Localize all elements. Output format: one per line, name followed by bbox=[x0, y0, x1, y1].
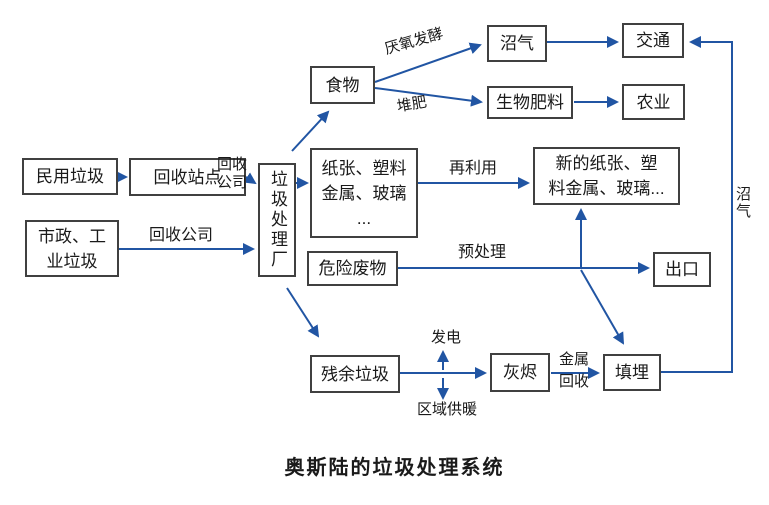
node-civil-waste: 民用垃圾 bbox=[22, 158, 118, 195]
node-bio-fertilizer: 生物肥料 bbox=[487, 86, 573, 119]
label-power-generation: 发电 bbox=[430, 329, 461, 346]
node-recycle-station: 回收站点 bbox=[129, 158, 246, 196]
arrow-landfill-to-transport bbox=[661, 36, 733, 373]
label-recycle-company-stacked: 回收 公司 bbox=[216, 156, 247, 191]
label-recycle-company: 回收公司 bbox=[148, 227, 213, 244]
arrow-junction-to-landfill bbox=[580, 269, 624, 345]
node-municipal-industrial-waste: 市政、工 业垃圾 bbox=[25, 220, 119, 277]
label-district-heating: 区域供暖 bbox=[416, 401, 477, 418]
diagram-title: 奥斯陆的垃圾处理系统 bbox=[284, 457, 505, 479]
node-landfill: 填埋 bbox=[603, 354, 661, 391]
arrow-food-to-biogas bbox=[374, 42, 482, 83]
node-ash: 灰烬 bbox=[490, 353, 550, 392]
node-transport: 交通 bbox=[622, 23, 684, 58]
arrow-station-to-plant bbox=[243, 172, 257, 185]
arrow-plant-to-food bbox=[291, 110, 330, 152]
label-reuse: 再利用 bbox=[448, 160, 497, 177]
node-new-materials: 新的纸张、塑 料金属、玻璃... bbox=[533, 147, 680, 205]
node-export: 出口 bbox=[653, 252, 711, 287]
node-biogas: 沼气 bbox=[487, 25, 547, 62]
node-agriculture: 农业 bbox=[622, 84, 685, 120]
node-materials: 纸张、塑料 金属、玻璃 ... bbox=[310, 148, 418, 238]
arrow-food-to-fertilizer bbox=[374, 87, 483, 107]
node-residual-waste: 残余垃圾 bbox=[310, 355, 400, 393]
label-metal-recovery: 金属 回收 bbox=[558, 351, 589, 390]
node-waste-plant: 垃圾处理厂 bbox=[258, 163, 296, 277]
label-biogas-return: 沼气 bbox=[734, 186, 751, 220]
arrow-plant-to-residual bbox=[286, 287, 320, 338]
label-pretreatment: 预处理 bbox=[457, 244, 506, 261]
node-food: 食物 bbox=[310, 66, 375, 104]
node-hazardous-waste: 危险废物 bbox=[307, 251, 398, 286]
